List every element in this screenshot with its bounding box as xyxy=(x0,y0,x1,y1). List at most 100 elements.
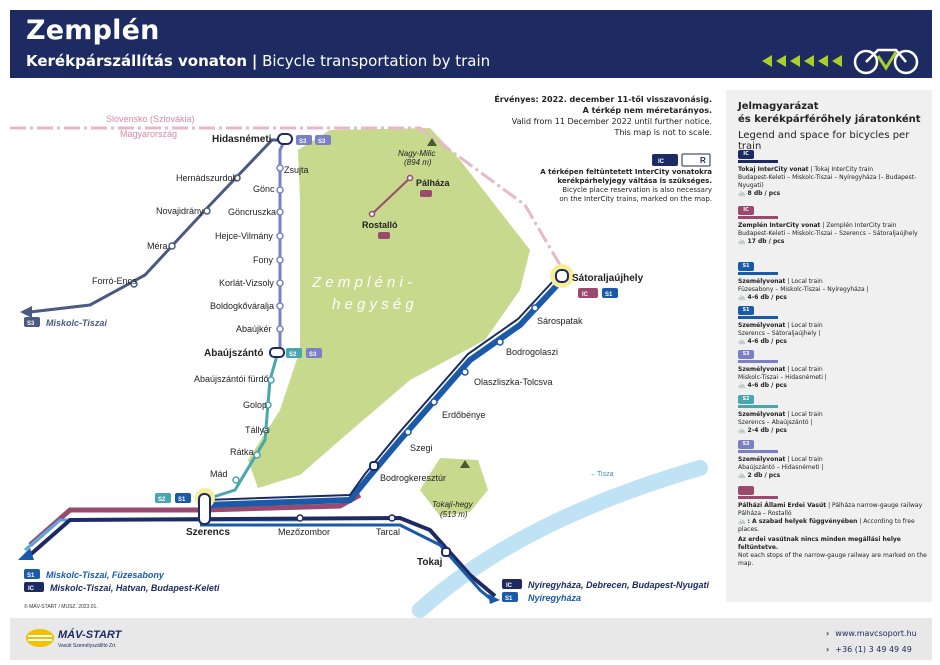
station-bodrogkeresztur-marker xyxy=(369,461,379,471)
legend-line-swatch: IC xyxy=(738,150,778,163)
logo-subtext: Vasúti Személyszállító Zrt. xyxy=(58,643,117,649)
legend-item-name: Tokaj InterCity vonat xyxy=(738,166,809,173)
dest-miskolc-tiszai: Miskolc-Tiszai xyxy=(46,318,107,328)
dest-miskolc-fuzesabony: Miskolc-Tiszai, Füzesabony xyxy=(46,570,165,580)
legend-badge: S1 xyxy=(738,262,754,271)
line-miskolc-hidasnemeti xyxy=(29,138,285,314)
station-erdobenye: Erdőbénye xyxy=(442,410,486,420)
badges-satoraljaujhely: IC S1 xyxy=(578,288,618,298)
notice-line3: Valid from 11 December 2022 until furthe… xyxy=(511,117,712,126)
state-border xyxy=(10,126,562,266)
legend-item-title: Tokaj InterCity vonat | Tokaj InterCity … xyxy=(738,166,928,174)
zempleni-hegyseg-area xyxy=(248,128,530,488)
mav-start-logo-icon: MÁV-START Vasúti Személyszállító Zrt. xyxy=(26,628,123,649)
bicycle-icon: 🚲 : A szabad helyek függvényében xyxy=(738,518,858,525)
bicycle-icon: 🚲 17 db / pcs xyxy=(738,238,785,245)
bicycle-icon: 🚲 4-6 db / pcs xyxy=(738,294,787,301)
label-milic: Nagy-Milic xyxy=(398,149,435,158)
station-abaujker: Abaújkér xyxy=(236,324,272,334)
legend-title-2: és kerékpárférőhely járatonként xyxy=(738,114,921,125)
station-hidasnemeti: Hidasnémeti xyxy=(212,134,272,145)
legend-title-1: Jelmagyarázat xyxy=(738,101,819,112)
legend-line xyxy=(738,316,778,319)
legend-line xyxy=(738,450,778,453)
legend-item-route: Abaújszántó – Hidasnémeti | xyxy=(738,464,824,471)
legend-item-title: Pálházi Állami Erdei Vasút | Pálháza nar… xyxy=(738,502,928,510)
line-navy-main xyxy=(28,515,497,598)
badge-ic-note: IC xyxy=(658,159,665,165)
badges-hidasnemeti: S3 S3 xyxy=(296,135,331,145)
badge-r-note: R xyxy=(700,156,706,165)
station-korlat: Korlát-Vizsoly xyxy=(219,278,274,288)
legend-item-route: Miskolc-Tiszai – Hidasnémeti | xyxy=(738,374,827,381)
badge-ic-e: IC xyxy=(506,583,513,589)
badge-s3-h: S3 xyxy=(299,139,307,145)
label-tisza: ←Tisza xyxy=(590,471,614,478)
badges-szerencs: S2 S1 xyxy=(155,493,191,503)
legend-item-name: Személyvonat xyxy=(738,278,786,285)
legend-panel: Jelmagyarázat és kerékpárférőhely járaton… xyxy=(726,90,932,602)
legend-line-swatch: S3 xyxy=(738,350,778,363)
legend-item-sub: | Zemplén InterCity train xyxy=(820,222,897,229)
legend-item-name: Személyvonat xyxy=(738,322,786,329)
validity-notice: Érvényes: 2022. december 11-től visszavo… xyxy=(480,94,712,138)
badge-ic-w: IC xyxy=(28,586,35,592)
badge-ic-s: IC xyxy=(582,292,589,298)
line-palhaza-rostallo xyxy=(371,177,411,215)
line-blue-main xyxy=(200,523,493,602)
line-abaujszanto-szerencs xyxy=(209,351,280,500)
dest-nyiregyhaza: Nyíregyháza xyxy=(528,593,581,603)
legend-note-1: Az erdei vasútnak nincs minden megállási… xyxy=(738,536,901,551)
station-hidasnemeti-marker xyxy=(277,133,293,145)
phone-number[interactable]: +36 (1) 3 49 49 49 xyxy=(835,645,912,654)
res-line4: on the InterCity trains, marked on the m… xyxy=(559,195,712,203)
legend-subtitle: Legend and space for bicycles per train xyxy=(738,130,910,152)
subtitle-hu: Kerékpárszállítás vonaton xyxy=(26,52,248,70)
website-link[interactable]: www.mavcsoport.hu xyxy=(835,629,917,638)
subtitle-en: Bicycle transportation by train xyxy=(262,52,491,70)
label-milic-h: (894 m) xyxy=(404,158,432,167)
peak-tokaj-icon xyxy=(460,460,470,468)
legend-item-capacity: 🚲 17 db / pcs xyxy=(738,238,928,246)
legend-item-title: Személyvonat | Local train xyxy=(738,278,928,286)
station-bodrogolaszi: Bodrogolaszi xyxy=(506,347,558,357)
badge-s1-e: S1 xyxy=(505,596,513,602)
legend-item-title: Személyvonat | Local train xyxy=(738,456,928,464)
legend-item-route: Pálháza – Rostalló xyxy=(738,510,792,517)
legend-badge: S2 xyxy=(738,395,754,404)
station-hernadszurdok: Hernádszurdok xyxy=(176,173,238,183)
station-boldogko: Boldogkőváralja xyxy=(210,301,274,311)
contact-info: ›www.mavcsoport.hu ›+36 (1) 3 49 49 49 xyxy=(826,626,917,658)
station-tokaj-marker xyxy=(441,547,451,557)
station-golop: Golop xyxy=(243,400,267,410)
station-forro: Forró-Encs xyxy=(92,276,137,286)
legend-item-route: Budapest-Keleti – Miskolc-Tiszai – Nyíre… xyxy=(738,174,917,189)
station-tarcal: Tarcal xyxy=(376,527,400,537)
legend-note: Az erdei vasútnak nincs minden megállási… xyxy=(738,536,928,568)
station-ratka: Rátka xyxy=(230,447,254,457)
badge-s3-a: S3 xyxy=(309,352,317,358)
label-mountains-1: Z e m p l é n i - xyxy=(311,274,412,291)
line-szerencs-satoraljaujhely xyxy=(204,279,563,508)
badge-s1-sz: S1 xyxy=(178,497,186,503)
reservation-badges: IC R xyxy=(652,153,711,167)
legend-item-sub: | Local train xyxy=(785,322,823,329)
station-goncruszka: Göncruszka xyxy=(228,207,276,217)
label-tokaj-h: (513 m) xyxy=(440,510,468,519)
label-slovakia: Slovensko (Szlovákia) xyxy=(106,114,195,124)
legend-badge: S3 xyxy=(738,440,754,449)
legend-line-swatch xyxy=(738,486,778,499)
station-szerencs-marker xyxy=(198,493,211,525)
page-title: Zemplén xyxy=(26,15,160,46)
label-hungary: Magyarország xyxy=(120,129,177,139)
legend-item-capacity: 🚲 4-6 db / pcs xyxy=(738,338,928,346)
label-mountains-2: h e g y s é g xyxy=(332,296,414,313)
legend-item-route: Szerencs – Abaújszántó | xyxy=(738,419,813,426)
station-fony: Fony xyxy=(253,255,274,265)
station-tallya: Tállya xyxy=(245,425,269,435)
legend-item: IC Tokaj InterCity vonat | Tokaj InterCit… xyxy=(738,150,928,198)
station-dots xyxy=(130,164,539,522)
